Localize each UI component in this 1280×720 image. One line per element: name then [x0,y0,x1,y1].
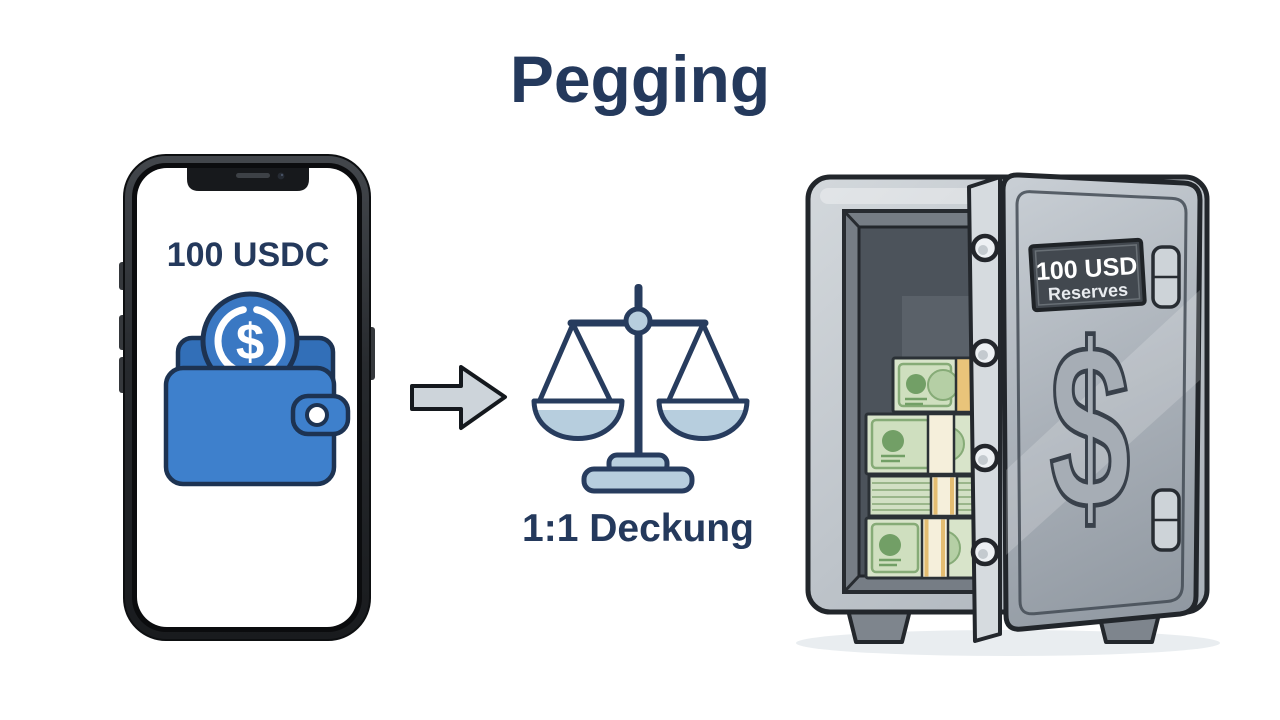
vault-hinge-bottom [1151,488,1181,552]
cash-stack-2 [864,412,990,476]
smartphone-icon: 100 USDC $ [119,154,375,641]
reserves-plaque: 100 USD Reserves [1028,237,1147,313]
coin-dollar-glyph: $ [236,313,264,370]
scale-right-pan [658,401,748,455]
scale-left-pan [533,401,623,455]
scale-base [581,452,695,494]
door-bolts [970,233,1000,567]
svg-text:$: $ [1049,296,1130,558]
vault-illustration: 100 USD Reserves $ [796,172,1220,656]
balance-scale-icon [520,284,760,494]
phone-notch [187,168,309,191]
cash-stack-3 [867,474,990,518]
vault-door: 100 USD Reserves $ [1000,172,1203,632]
right-arrow-icon [410,365,507,430]
vault-hinge-top [1151,245,1181,309]
usdc-amount-label: 100 USDC [167,236,330,274]
scale-pivot [623,306,653,336]
wallet-clasp-button [305,403,329,427]
speaker-icon [236,173,270,178]
plaque-line2: Reserves [1047,280,1128,305]
vault-foot-left [846,608,912,644]
camera-icon [277,172,285,180]
door-dollar-icon: $ [1048,295,1132,560]
plaque-line1: 100 USD [1035,252,1138,286]
scale-strings [537,321,740,403]
vault-door-edge [967,175,1002,643]
backing-ratio-label: 1:1 Deckung [522,507,754,550]
phone-illustration: 100 USDC $ [119,154,375,641]
cash-stack-4 [864,516,990,580]
page-title: Pegging [509,42,771,116]
wallet-icon [163,365,351,487]
